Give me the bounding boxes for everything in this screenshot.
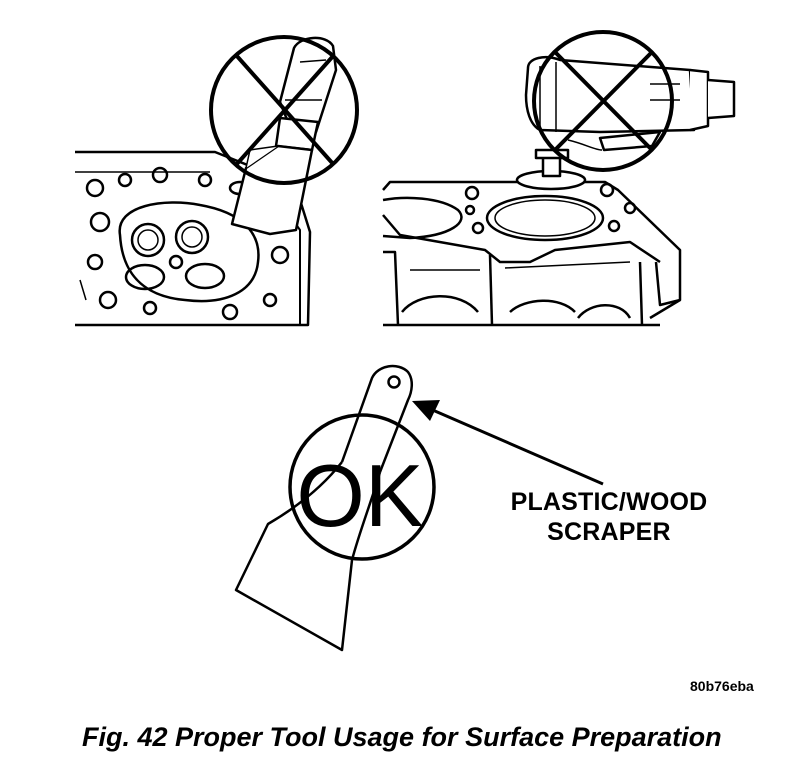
metal-scraper-tool — [232, 38, 336, 234]
prohibited-symbol-right — [534, 32, 672, 170]
callout-arrow — [412, 400, 603, 484]
right-engine-block — [383, 182, 680, 325]
figure-code: 80b76eba — [690, 678, 754, 694]
callout-line-2: SCRAPER — [547, 518, 671, 546]
callout-label: PLASTIC/WOOD SCRAPER — [478, 487, 740, 547]
figure-caption: Fig. 42 Proper Tool Usage for Surface Pr… — [82, 722, 722, 752]
plastic-wood-scraper — [236, 366, 412, 650]
callout-line-1: PLASTIC/WOOD — [510, 488, 708, 516]
prohibited-symbol-left — [211, 37, 357, 183]
ok-mark: OK — [296, 446, 423, 545]
ok-circle — [290, 415, 434, 559]
diagram-artwork: OK — [0, 0, 800, 700]
